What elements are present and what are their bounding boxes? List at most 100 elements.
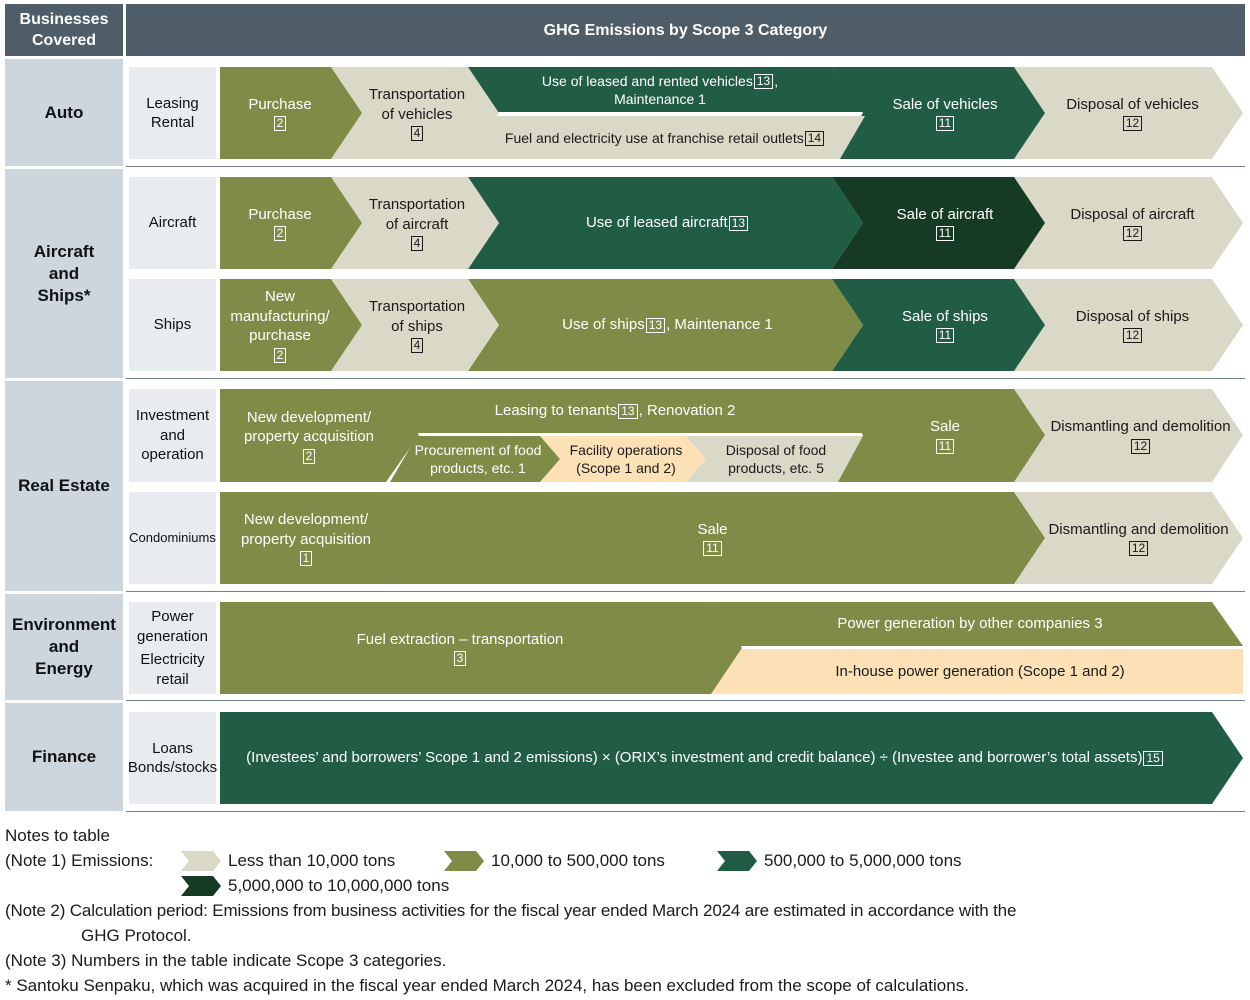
label-auto-transport: Transportation of vehicles 4 (350, 67, 484, 159)
arrow-ships-purchase (220, 279, 362, 371)
sub-aircraft: Aircraft (129, 177, 216, 269)
category-badge: 12 (1122, 226, 1143, 242)
leasing-text-2: , Renovation 2 (638, 402, 736, 420)
label-text: Transportation of ships (368, 298, 466, 335)
label-aircraft-disposal: Disposal of aircraft 12 (1040, 177, 1225, 269)
label-text: Disposal of vehicles (1066, 95, 1199, 113)
label-text: Fuel extraction – transportation (356, 630, 564, 648)
arrow-investment-development (220, 389, 419, 482)
arrow-investment-leasing (386, 389, 863, 433)
category-badge: 4 (410, 126, 424, 141)
category-badge: 2 (302, 448, 316, 464)
arrow-auto-sale (832, 67, 1045, 159)
business-auto: Auto (44, 102, 84, 122)
label-text: Sale of aircraft (896, 205, 994, 223)
arrow-aircraft-disposal (1014, 177, 1243, 269)
arrow-auto-transport (331, 67, 499, 159)
label-aircraft-transport: Transportation of aircraft 4 (350, 177, 484, 269)
arrow-condo-development (220, 492, 419, 584)
arrow-energy-inhouse (711, 649, 1243, 694)
use-text-2: , Maintenance 1 (666, 316, 773, 334)
label-auto-disposal: Disposal of vehicles 12 (1040, 67, 1225, 159)
label-ships-transport: Transportation of ships 4 (350, 279, 484, 371)
arrow-energy-fuel (220, 602, 742, 694)
business-env-energy: Environment and Energy (12, 615, 116, 678)
arrow-auto-fuel (468, 116, 865, 159)
category-badge: 11 (935, 226, 955, 242)
category-badge: 13 (618, 403, 638, 419)
legend-swatch-500k-5m (717, 851, 757, 871)
arrow-investment-dismantling (1014, 389, 1243, 482)
label-text: Disposal of aircraft (1070, 205, 1195, 223)
legend-label-10k-500k: 10,000 to 500,000 tons (491, 851, 665, 870)
label-text: Transportation of vehicles (368, 86, 466, 123)
label-text: Disposal of ships (1075, 307, 1190, 325)
band-auto (5, 59, 123, 166)
label-aircraft-purchase: Purchase 2 (220, 177, 340, 269)
sub-condominiums: Condominiums (129, 492, 216, 584)
legend-swatch-10k-500k (444, 851, 484, 871)
fuel-text: Fuel and electricity use at franchise re… (504, 129, 804, 146)
arrow-investment-facility (540, 436, 706, 482)
label-text: Transportation of aircraft (368, 196, 466, 233)
use-text: Use of leased and rented vehicles (541, 72, 753, 89)
arrow-investment-procurement (390, 436, 560, 482)
legend-swatch-5m-10m (181, 876, 221, 896)
label-finance-formula: (Investees’ and borrowers’ Scope 1 and 2… (225, 712, 1185, 804)
label-energy-inhouse: In-house power generation (Scope 1 and 2… (835, 662, 1125, 680)
legend-label-500k-5m: 500,000 to 5,000,000 tons (764, 851, 962, 870)
legend-label-less-10k: Less than 10,000 tons (228, 851, 396, 870)
label-auto-purchase: Purchase 2 (220, 67, 340, 159)
sub-loans-bonds: Loans Bonds/stocks (128, 712, 217, 804)
category-badge: 12 (1128, 541, 1149, 557)
category-badge: 13 (753, 74, 774, 90)
arrow-condo-dismantling (1014, 492, 1243, 584)
label-text: Sale (929, 418, 961, 436)
arrow-ships-disposal (1014, 279, 1243, 371)
category-badge: 13 (728, 215, 749, 231)
band-finance (5, 703, 123, 811)
category-badge: 11 (935, 116, 955, 132)
label-text: Sale of vehicles (892, 95, 998, 113)
sub-investment-operation: Investment and operation (129, 389, 216, 482)
band-aircraft-ships (5, 169, 123, 378)
label-investment-sale: Sale 11 (855, 389, 1035, 482)
sub-leasing-rental: Leasing Rental (129, 67, 216, 159)
category-badge: 11 (935, 328, 955, 344)
separator (126, 591, 1245, 592)
sub-power-generation: Power generation (137, 608, 208, 645)
label-condo-development: New development/ property acquisition 1 (220, 492, 392, 584)
category-badge: 15 (1143, 750, 1163, 766)
note2-line1: (Note 2) Calculation period: Emissions f… (5, 901, 1017, 920)
category-badge: 3 (453, 651, 467, 667)
arrow-finance (220, 712, 1243, 804)
note1-label: (Note 1) Emissions: (5, 851, 154, 870)
arrow-auto-use (468, 67, 863, 112)
arrow-aircraft-transport (331, 177, 499, 269)
label-text: Dismantling and demolition (1048, 520, 1229, 538)
label-text: Dismantling and demolition (1050, 418, 1231, 436)
category-badge: 14 (804, 131, 825, 147)
category-badge: 11 (703, 541, 722, 557)
category-badge: 11 (935, 438, 955, 454)
arrow-energy-other (711, 602, 1243, 646)
arrow-aircraft-purchase (220, 177, 362, 269)
note2-line2: GHG Protocol. (81, 926, 192, 945)
arrow-investment-food-disposal (686, 436, 863, 482)
formula-text: (Investees’ and borrowers’ Scope 1 and 2… (246, 749, 1143, 767)
label-condo-sale: Sale 11 (420, 492, 1005, 584)
separator (126, 166, 1245, 167)
label-investment-development: New development/ property acquisition 2 (220, 389, 398, 482)
label-auto-sale: Sale of vehicles 11 (855, 67, 1035, 159)
label-investment-food-disposal: Disposal of food products, etc. 5 (725, 442, 827, 476)
label-text: Purchase (248, 205, 312, 223)
label-text: Purchase (248, 95, 312, 113)
label-investment-procurement: Procurement of food products, etc. 1 (414, 442, 542, 476)
category-badge: 1 (299, 551, 313, 566)
label-ships-purchase: New manufacturing/ purchase 2 (220, 279, 340, 371)
